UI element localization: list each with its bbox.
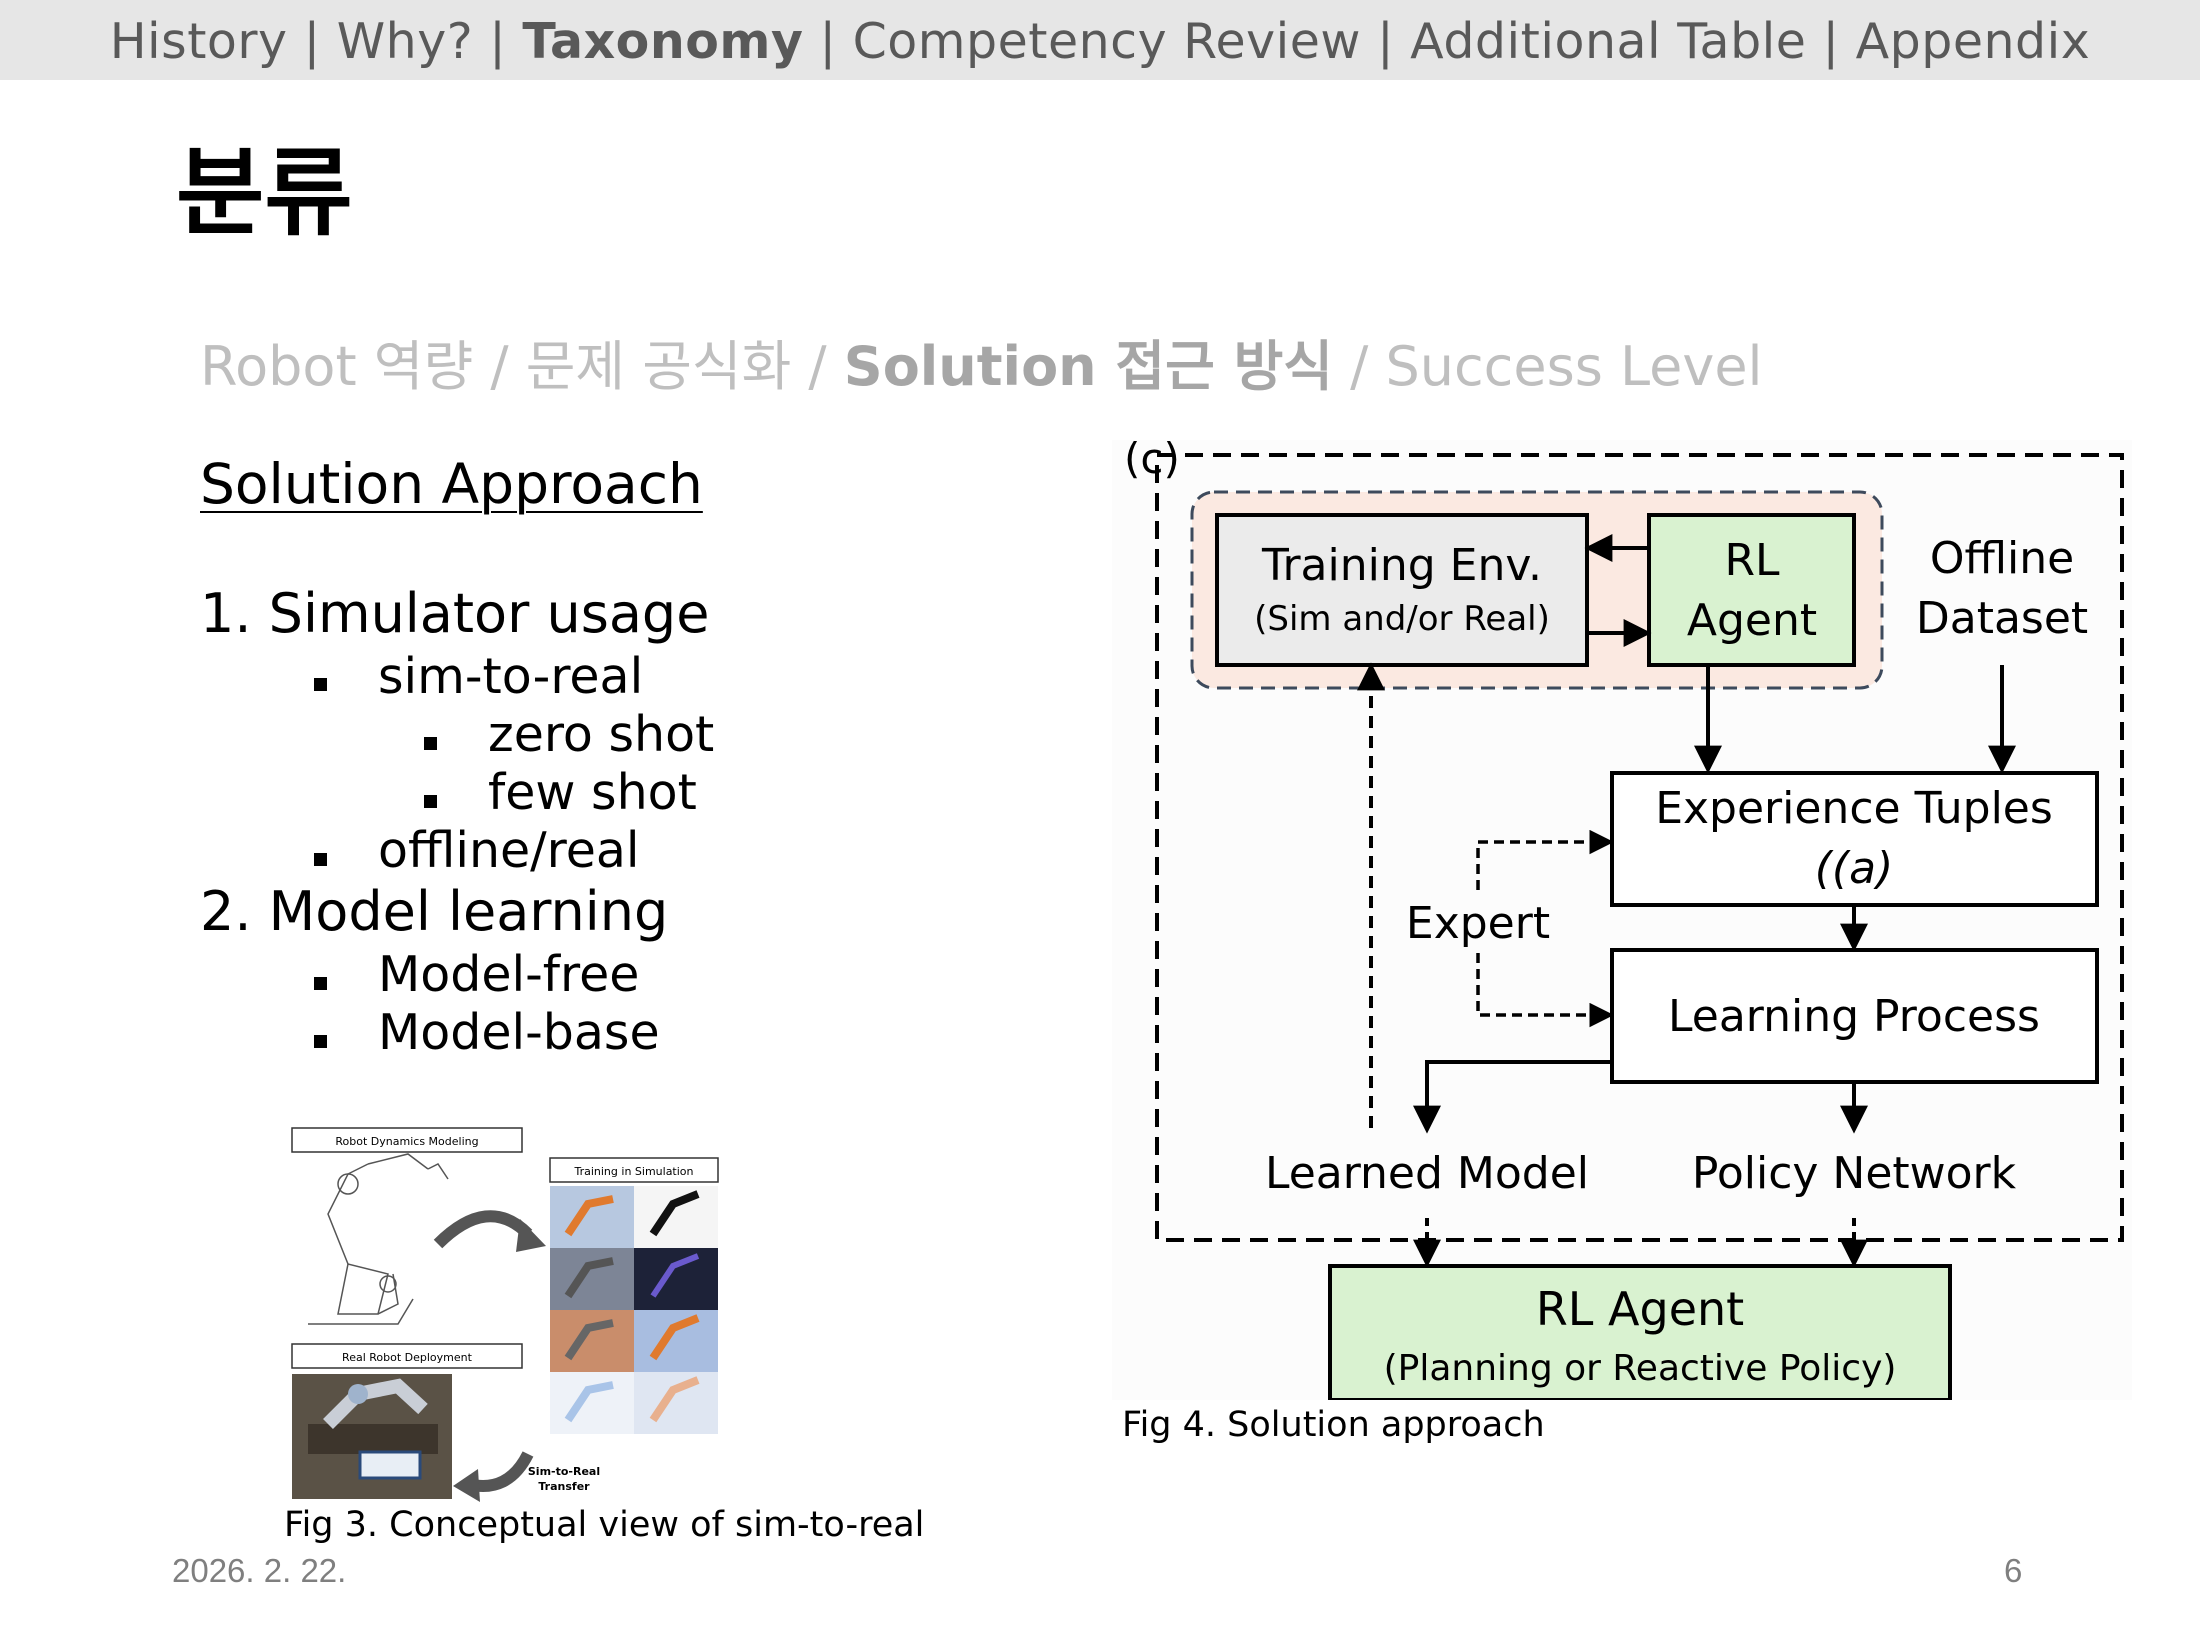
offline-dataset-label-1: Offline <box>1930 533 2074 584</box>
learning-process-box <box>1610 948 2099 1084</box>
sub-nav: Robot 역량 / 문제 공식화 / Solution 접근 방식 / Suc… <box>200 335 1763 398</box>
nav-item-why[interactable]: Why? <box>336 13 474 70</box>
fig3-dynamics-label: Robot Dynamics Modeling <box>335 1135 478 1148</box>
fig3-deploy-label-box <box>291 1343 523 1369</box>
fig3-dynamics-label-box <box>291 1127 523 1153</box>
experience-tuples-formula: ((a) <box>1815 843 1893 894</box>
real-robot-photo-image <box>292 1374 452 1499</box>
outline-item-offline-real: offline/real <box>378 822 640 879</box>
outline-item-model-learning: 2. Model learning <box>200 880 669 943</box>
subnav-item-success-level: Success Level <box>1385 335 1763 398</box>
bullet-icon <box>314 977 327 990</box>
expert-label: Expert <box>1406 898 1550 949</box>
learned-model-label: Learned Model <box>1265 1148 1589 1199</box>
final-rl-agent-label: RL Agent <box>1536 1282 1744 1336</box>
bullet-icon <box>424 795 437 808</box>
fig3-caption: Fig 3. Conceptual view of sim-to-real <box>284 1505 925 1545</box>
training-env-box <box>1215 513 1589 667</box>
learning-process-label: Learning Process <box>1668 991 2040 1042</box>
nav-item-taxonomy[interactable]: Taxonomy <box>522 13 804 70</box>
final-rl-agent-sublabel: (Planning or Reactive Policy) <box>1384 1348 1897 1389</box>
bullet-icon <box>314 853 327 866</box>
nav-item-history[interactable]: History <box>109 13 288 70</box>
training-env-sublabel: (Sim and/or Real) <box>1254 599 1550 639</box>
outline-item-model-base: Model-base <box>378 1004 660 1061</box>
arrow-expert-to-learning <box>1476 953 1614 1028</box>
offline-dataset-label-2: Dataset <box>1916 593 2088 644</box>
page-number: 6 <box>2004 1552 2023 1589</box>
fig4-outer-dashed-border <box>1155 453 2124 1242</box>
training-env-label: Training Env. <box>1261 540 1542 591</box>
rl-agent-label-2: Agent <box>1687 595 1817 646</box>
fig3-deploy-label: Real Robot Deployment <box>342 1351 473 1364</box>
arrow-curve-icon <box>433 1210 533 1249</box>
nav-item-competency-review[interactable]: Competency Review <box>852 13 1361 70</box>
experience-tuples-label: Experience Tuples <box>1655 783 2053 834</box>
outline-item-simulator: 1. Simulator usage <box>200 582 710 645</box>
bullet-icon <box>314 678 327 691</box>
policy-network-label: Policy Network <box>1692 1148 2017 1199</box>
robot-arm-sketch-icon <box>308 1153 449 1325</box>
outline-item-model-free: Model-free <box>378 946 640 1003</box>
rl-agent-box <box>1647 513 1856 667</box>
fig3-sim-to-real-image: Robot Dynamics Modeling Training in Simu… <box>291 1127 719 1502</box>
experience-tuples-box <box>1610 771 2099 907</box>
fig4-caption: Fig 4. Solution approach <box>1122 1405 1545 1445</box>
fig4-panel-label: (c) <box>1124 440 1180 483</box>
simulation-grid-image <box>550 1186 718 1434</box>
subnav-item-solution-approach: Solution 접근 방식 <box>843 335 1333 398</box>
outline-item-zero-shot: zero shot <box>488 706 715 763</box>
arrow-head-icon <box>516 1219 546 1252</box>
nav-item-additional-table[interactable]: Additional Table <box>1410 13 1807 70</box>
bullet-icon <box>314 1035 327 1048</box>
rl-agent-label-1: RL <box>1724 535 1780 586</box>
section-heading: Solution Approach <box>200 452 703 516</box>
outline-item-sim-to-real: sim-to-real <box>378 648 644 705</box>
arrow-head-icon <box>453 1469 480 1502</box>
final-rl-agent-box <box>1328 1264 1952 1400</box>
top-nav: History | Why? | Taxonomy | Competency R… <box>0 0 2200 80</box>
outline-item-few-shot: few shot <box>488 764 697 821</box>
subnav-item-robot-capability: Robot 역량 <box>200 335 474 398</box>
arrow-learning-to-model <box>1413 1060 1612 1134</box>
fig3-transfer-label-2: Transfer <box>538 1480 590 1493</box>
arrow-expert-to-experience <box>1476 829 1614 890</box>
fig3-training-label: Training in Simulation <box>573 1165 693 1178</box>
footer-date: 2026. 2. 22. <box>172 1552 347 1589</box>
fig4-diagram: (c) Training Env. (Sim and/or Real) RL A… <box>1112 440 2132 1400</box>
bullet-icon <box>424 737 437 750</box>
fig3-transfer-label-1: Sim-to-Real <box>528 1465 600 1478</box>
fig3-training-label-box <box>549 1157 719 1183</box>
subnav-item-problem-formulation: 문제 공식화 <box>525 335 792 398</box>
nav-item-appendix[interactable]: Appendix <box>1855 13 2091 70</box>
page-title: 분류 <box>176 137 353 249</box>
